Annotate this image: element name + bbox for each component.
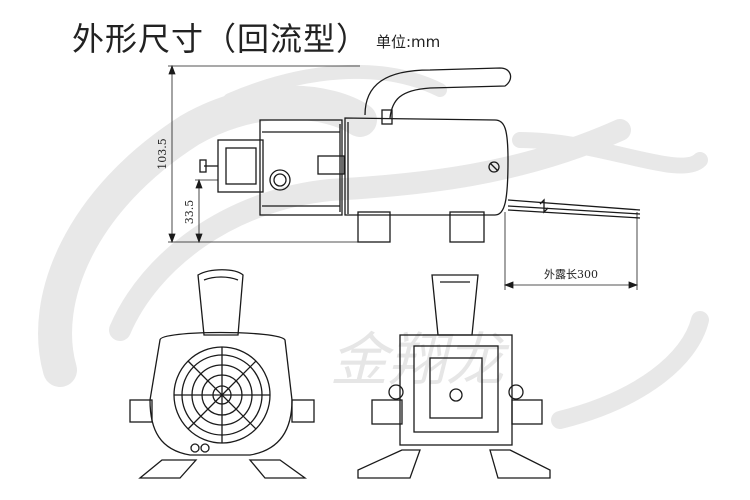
inlet-port-icon (269, 169, 291, 191)
center-screw-icon (449, 388, 463, 402)
screw-icon (488, 161, 500, 173)
dim-cable-length: 外露长300 (544, 268, 598, 281)
unit-label: 单位:mm (376, 33, 441, 51)
dim-overall-height: 103.5 (156, 138, 169, 170)
pump-side-view (199, 67, 641, 243)
pump-back-view (357, 274, 551, 479)
handle-bolt (381, 109, 393, 125)
dim-inlet-height: 33.5 (183, 200, 196, 225)
page-title: 外形尺寸（回流型） (72, 20, 370, 58)
watermark-brand: 金翔龙 (330, 326, 510, 394)
right-screw-icon (508, 384, 524, 400)
dimension-lines (168, 64, 639, 290)
watermark-brand-text: 金翔龙 (330, 326, 510, 394)
left-screw-icon (388, 384, 404, 400)
pump-front-view (129, 269, 315, 479)
